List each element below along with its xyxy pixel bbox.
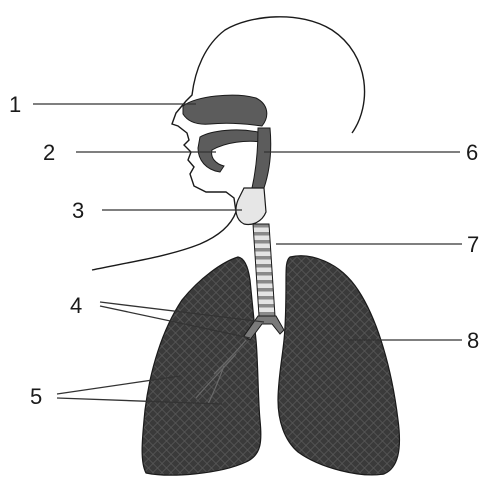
nasal-cavity bbox=[183, 95, 267, 126]
label-6: 6 bbox=[466, 140, 478, 165]
larynx bbox=[236, 188, 266, 225]
right-lung bbox=[278, 256, 399, 475]
label-2: 2 bbox=[43, 140, 55, 165]
label-8: 8 bbox=[467, 328, 479, 353]
label-3: 3 bbox=[72, 198, 84, 223]
label-1: 1 bbox=[9, 92, 21, 117]
left-lung bbox=[142, 257, 261, 475]
trachea bbox=[253, 224, 275, 316]
label-7: 7 bbox=[467, 232, 479, 257]
label-5: 5 bbox=[30, 384, 42, 409]
label-4: 4 bbox=[70, 293, 82, 318]
oral-cavity bbox=[198, 130, 262, 172]
